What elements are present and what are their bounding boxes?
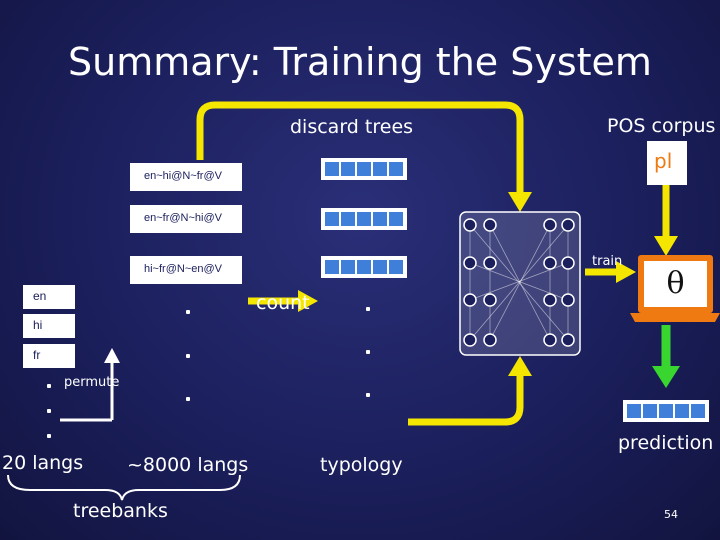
count-arrow-head: [298, 290, 318, 312]
lang-label: en: [33, 289, 47, 303]
typology-label: typology: [320, 454, 403, 476]
lang-box-hi: hi: [23, 314, 75, 338]
count-label: count: [256, 292, 310, 314]
lang-box-fr: fr: [23, 344, 75, 368]
eight-thousand-langs-label: ~8000 langs: [127, 454, 249, 476]
ellipsis-dot: [47, 434, 51, 438]
ellipsis-dot: [186, 354, 190, 358]
tree-label: hi~fr@N~en@V: [144, 263, 222, 275]
page-number: 54: [664, 508, 678, 521]
typology-vector-2: [321, 208, 407, 230]
train-arrow-head: [616, 261, 636, 283]
laptop-icon: [630, 255, 720, 322]
lang-label: fr: [33, 348, 41, 362]
prediction-arrow-head: [652, 366, 680, 388]
train-label: train: [592, 254, 623, 269]
typology-vector-1: [321, 158, 407, 180]
pos-corpus-label: POS corpus: [607, 115, 716, 137]
ellipsis-dot: [366, 350, 370, 354]
ellipsis-dot: [366, 307, 370, 311]
pl-label: pl: [654, 149, 673, 173]
lang-label: hi: [33, 318, 43, 332]
pl-arrow-head: [654, 236, 678, 256]
treebanks-brace: [7, 474, 241, 501]
ellipsis-dot: [47, 384, 51, 388]
tree-box-2: en~fr@N~hi@V: [130, 205, 242, 233]
tree-box-3: hi~fr@N~en@V: [130, 256, 242, 284]
ellipsis-dot: [47, 409, 51, 413]
slide-title: Summary: Training the System: [68, 40, 652, 84]
ellipsis-dot: [186, 310, 190, 314]
ellipsis-dot: [186, 397, 190, 401]
discard-trees-label: discard trees: [290, 116, 414, 138]
treebanks-label: treebanks: [73, 500, 168, 522]
theta-symbol: θ: [666, 266, 685, 301]
prediction-vector: [623, 400, 709, 422]
typology-vector-3: [321, 256, 407, 278]
pl-corpus-box: pl: [647, 141, 687, 185]
typology-arrow-head: [508, 356, 532, 376]
lang-box-en: en: [23, 285, 75, 309]
ellipsis-dot: [366, 393, 370, 397]
tree-label: en~hi@N~fr@V: [144, 170, 222, 182]
discard-arrow-head: [508, 192, 532, 212]
twenty-langs-label: 20 langs: [2, 452, 84, 474]
tree-label: en~fr@N~hi@V: [144, 212, 222, 224]
prediction-label: prediction: [618, 432, 714, 454]
permute-label: permute: [64, 375, 120, 390]
tree-box-1: en~hi@N~fr@V: [130, 163, 242, 191]
discard-arrow: [196, 101, 524, 195]
